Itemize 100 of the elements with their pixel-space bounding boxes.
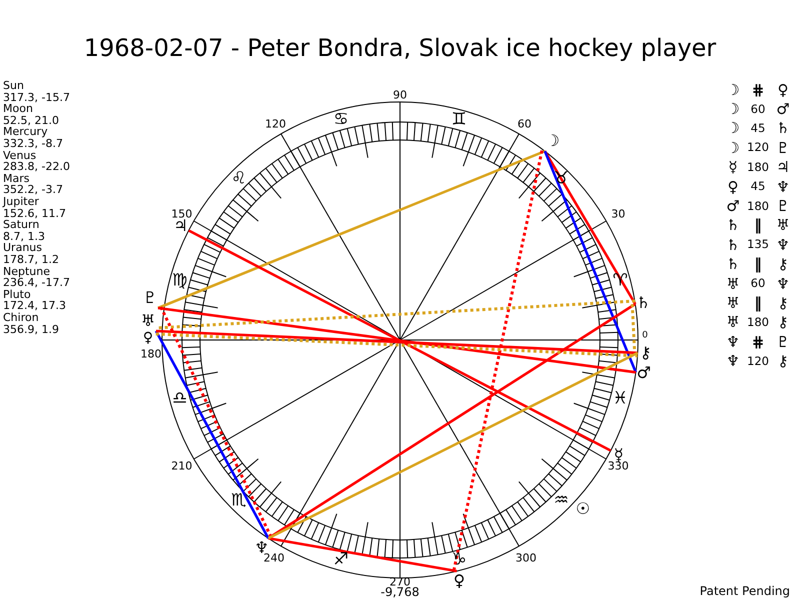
aspect-planet-glyph: ⚷ [776,354,790,370]
planet-coordinates: 317.3, -15.7 [3,92,70,104]
aspect-planet-glyph: ♂ [775,102,791,117]
aspect-angle: 120 [746,356,770,368]
aspect-planet-glyph: ♅ [725,276,741,292]
planet-glyph: ♂ [636,363,652,384]
zodiac-sign-glyph: ♒ [554,492,569,510]
aspect-planet-glyph: ♀ [726,180,740,194]
aspect-planet-glyph: ☿ [727,160,739,176]
degree-label: 150 [171,208,192,220]
planet-coordinates: 236.4, -17.7 [3,277,70,289]
planet-glyph: ☽ [544,131,561,152]
aspect-planet-glyph: ♆ [775,238,791,253]
aspect-planet-glyph: ♅ [725,296,741,311]
planet-coordinates: 332.3, -8.7 [3,138,63,150]
planet-glyph: ♀ [451,571,468,592]
aspect-line [158,306,636,374]
aspect-planet-glyph: ♇ [775,140,791,156]
aspect-planet-glyph: ♃ [775,160,791,176]
aspect-angle: 60 [750,104,766,116]
aspect-planet-glyph: ♇ [775,334,791,350]
degree-label: 0 [642,332,648,340]
planet-coordinates: 172.4, 17.3 [3,300,66,312]
aspect-line [159,306,272,538]
planet-name: Chiron [3,312,39,324]
aspect-planet-glyph: ♅ [775,218,791,234]
aspect-angle: 120 [746,142,770,154]
aspect-angle: 135 [746,239,770,251]
degree-label: 240 [264,552,284,564]
zodiac-sign-glyph: ♎ [172,390,188,408]
aspect-planet-glyph: ⚷ [776,257,790,272]
planet-coordinates: 152.6, 11.7 [3,208,66,220]
aspect-line [544,150,636,305]
degree-label: 60 [518,118,532,130]
aspect-planet-glyph: ⚷ [776,315,790,330]
zodiac-sign-glyph: ♍ [172,272,188,290]
aspect-line [544,150,637,373]
aspect-planet-glyph: ♄ [725,257,741,272]
planet-name: Mars [3,172,30,184]
zodiac-sign-glyph: ♋ [333,111,349,128]
planet-glyph: ♄ [635,292,652,313]
aspect-symbol: ⋕ [750,334,766,350]
zodiac-sign-glyph: ♊ [451,111,467,128]
planet-name: Uranus [3,242,42,254]
aspect-planet-glyph: ☽ [725,140,741,156]
aspect-planet-glyph: ♇ [775,198,791,214]
aspect-planet-glyph: ♂ [725,198,741,214]
aspect-planet-glyph: ☽ [725,82,741,98]
planet-coordinates: 178.7, 1.2 [3,254,59,266]
zodiac-sign-glyph: ♐ [333,552,349,569]
planet-name: Pluto [3,288,31,300]
aspect-angle: 180 [746,317,770,329]
aspect-planet-glyph: ♄ [725,238,741,253]
aspect-planet-glyph: ♆ [775,276,791,292]
aspect-planet-glyph: ♀ [776,82,790,98]
degree-label: 300 [516,552,536,564]
aspect-symbol: ⋕ [750,82,766,98]
aspect-symbol: ‖ [753,218,763,234]
planet-glyph: ⚷ [638,343,654,364]
chart-title: 1968-02-07 - Peter Bondra, Slovak ice hockey player [84,33,716,63]
aspect-line [188,229,612,452]
planet-glyph: ☉ [576,500,590,517]
aspect-planet-glyph: ♆ [725,354,741,370]
planet-name: Neptune [3,266,50,278]
planet-coordinates: 356.9, 1.9 [3,324,59,336]
aspect-planet-glyph: ☽ [725,121,741,136]
planet-name: Venus [3,150,36,162]
aspect-planet-glyph: ☽ [725,102,741,117]
chart-value: -9,768 [380,586,420,598]
aspect-line [268,536,457,572]
planet-name: Moon [3,103,33,115]
aspect-line [154,330,270,539]
aspect-planet-glyph: ♄ [725,218,741,234]
aspect-angle: 60 [750,278,766,290]
planet-name: Sun [3,80,24,92]
degree-label: 210 [171,460,192,472]
aspect-planet-glyph: ♄ [775,121,791,136]
aspect-line [268,352,638,540]
zodiac-sign-glyph: ♓ [612,390,628,408]
planet-glyph: ♀ [142,331,154,345]
aspect-symbol: ‖ [753,296,763,311]
aspect-line [158,150,546,310]
aspect-line [452,150,544,571]
aspect-angle: 45 [750,123,766,135]
planet-name: Mercury [3,126,48,138]
zodiac-sign-glyph: ♌ [231,170,246,188]
aspect-symbol: ‖ [753,257,763,272]
planet-coordinates: 352.2, -3.7 [3,184,63,196]
planet-coordinates: 8.7, 1.3 [3,230,45,242]
degree-label: 180 [140,348,162,360]
footer-note: Patent Pending [700,585,790,597]
planet-name: Saturn [3,219,40,231]
aspect-angle: 45 [750,181,766,193]
planet-glyph: ♅ [140,311,156,331]
aspect-angle: 180 [746,200,770,212]
aspect-planet-glyph: ⚷ [776,296,790,311]
planet-coordinates: 283.8, -22.0 [3,161,70,173]
aspect-angle: 180 [746,162,770,174]
aspect-planet-glyph: ♆ [775,180,791,194]
planet-coordinates: 52.5, 21.0 [3,114,59,126]
